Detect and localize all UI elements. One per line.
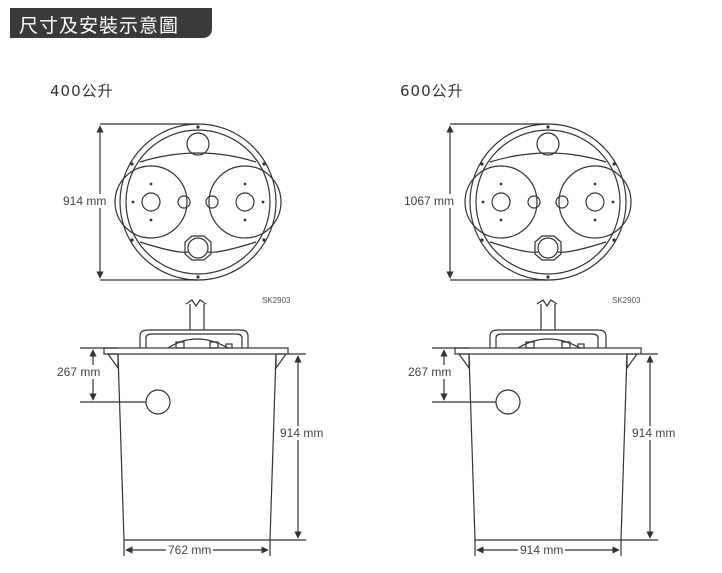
section-title: 尺寸及安裝示意圖 bbox=[19, 15, 180, 37]
diameter-dimension-left: 914 mm bbox=[61, 194, 109, 208]
model-code-left: SK2903 bbox=[262, 296, 291, 305]
top-view-right bbox=[464, 123, 632, 281]
capacity-label-left: 400公升 bbox=[50, 82, 114, 100]
tank-height-dimension-left: 914 mm bbox=[278, 426, 326, 440]
tank-width-dimension-right: 914 mm bbox=[518, 543, 566, 557]
tank-height-dimension-right: 914 mm bbox=[630, 426, 678, 440]
tank-width-dimension-left: 762 mm bbox=[166, 543, 214, 557]
capacity-label-right: 600公升 bbox=[400, 82, 464, 100]
top-view-left bbox=[114, 123, 282, 281]
header-tab-shape bbox=[10, 8, 212, 38]
inlet-height-dimension-left: 267 mm bbox=[55, 365, 103, 379]
model-code-right: SK2903 bbox=[612, 296, 641, 305]
side-view-right bbox=[454, 299, 642, 541]
inlet-height-dimension-right: 267 mm bbox=[406, 365, 454, 379]
side-view-left bbox=[103, 299, 289, 541]
section-header: 尺寸及安裝示意圖 bbox=[10, 8, 212, 38]
diameter-dimension-right: 1067 mm bbox=[402, 194, 457, 208]
